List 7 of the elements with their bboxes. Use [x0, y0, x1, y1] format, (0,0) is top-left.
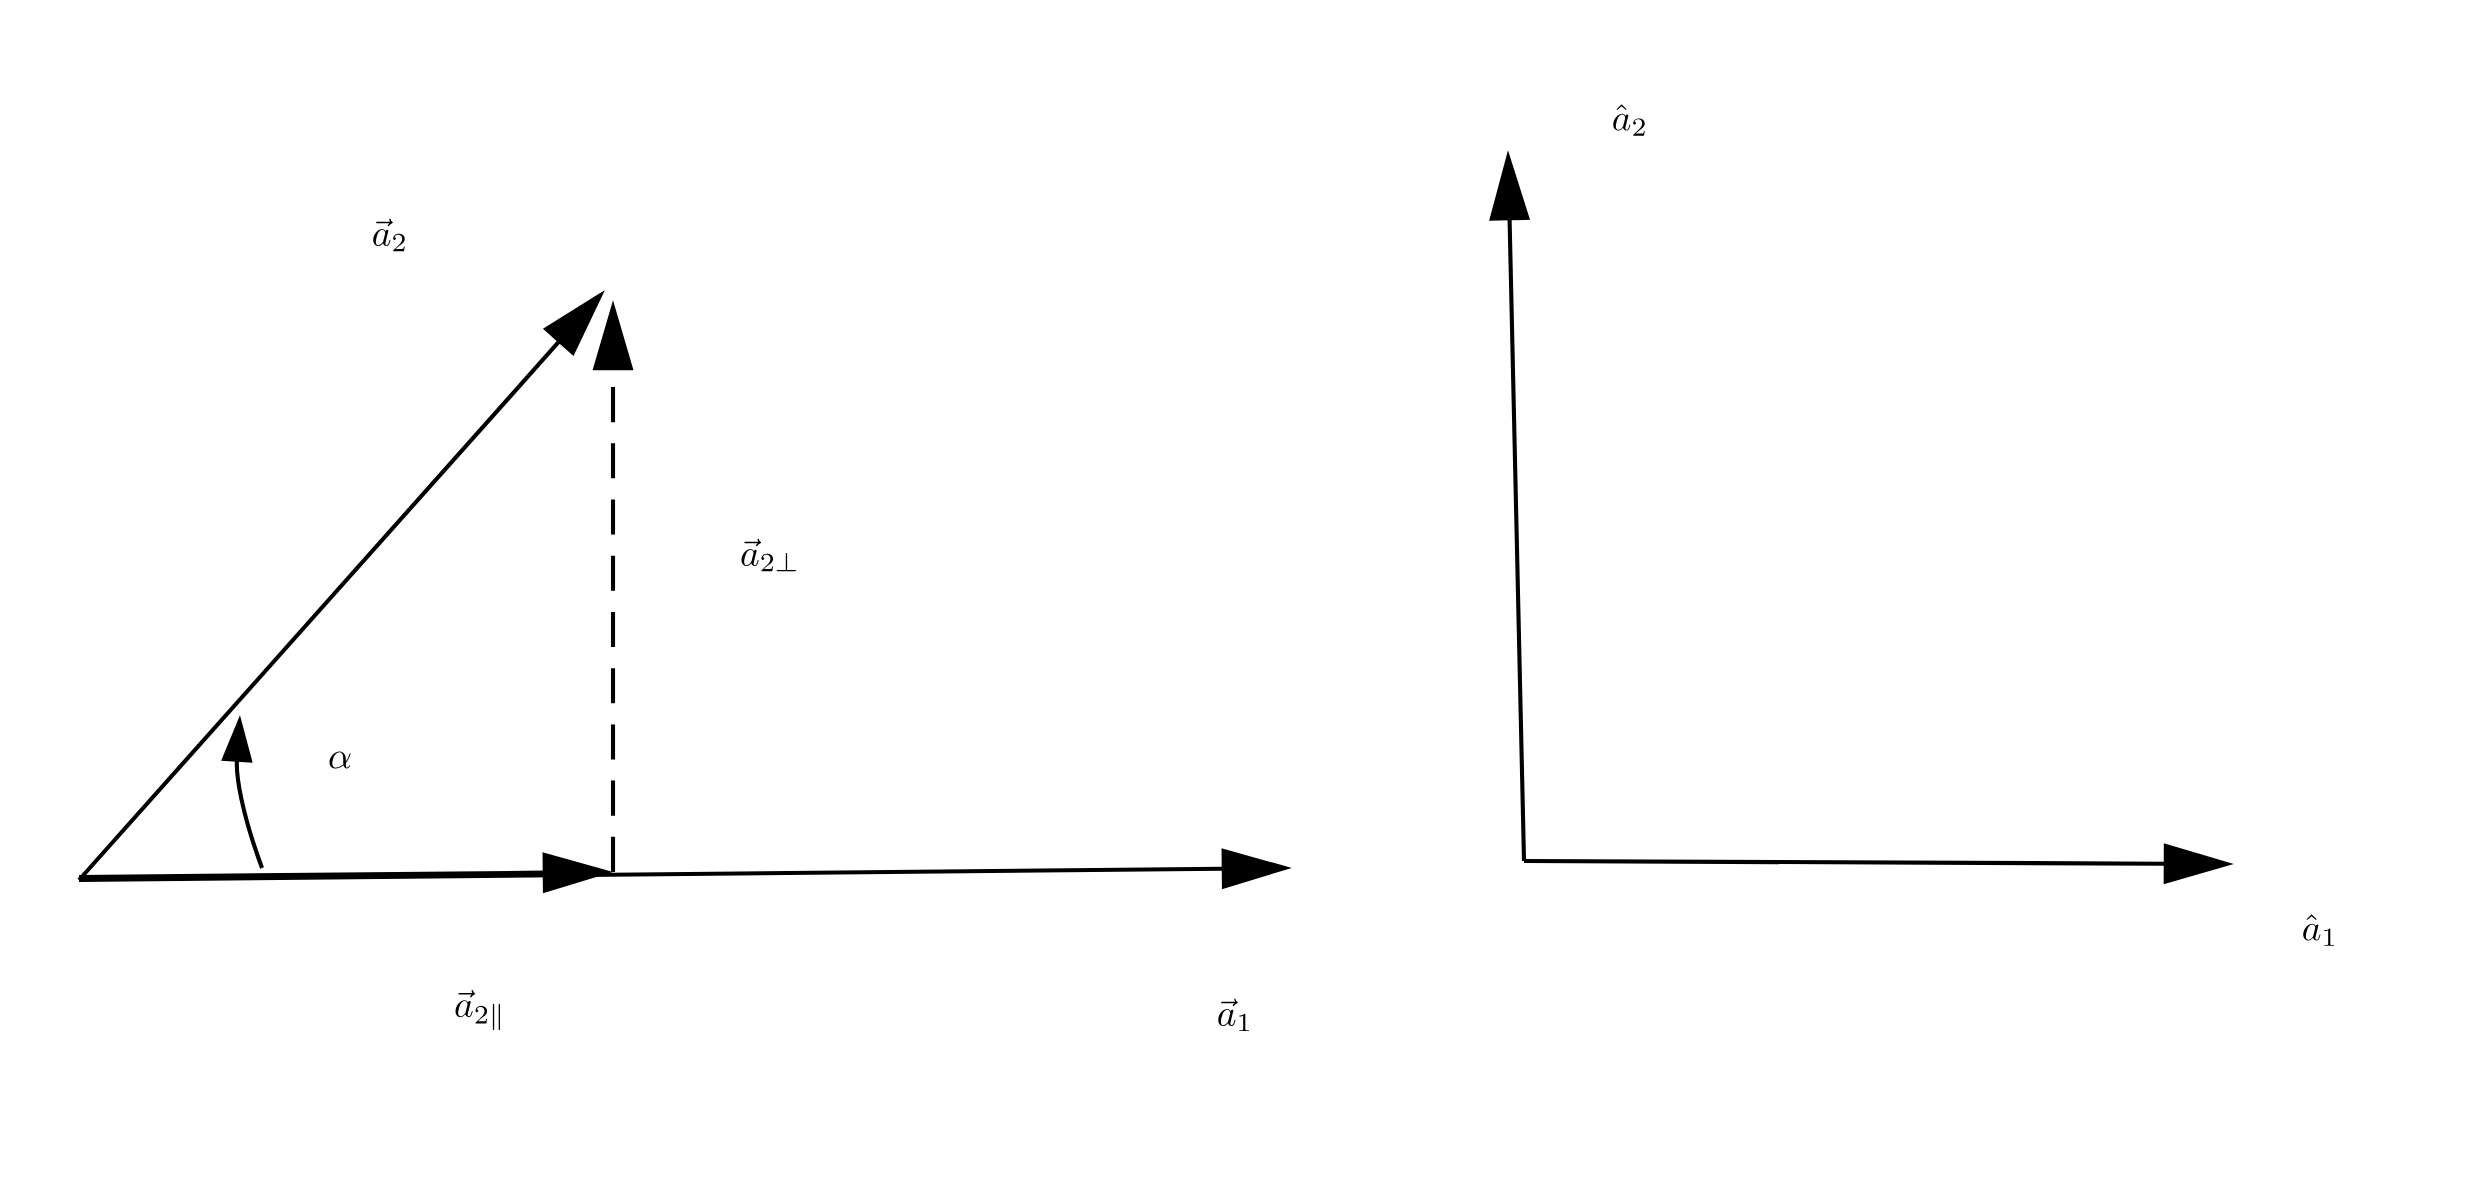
vector-label: $\hat{a}_2$: [1613, 104, 1645, 136]
vector-label: $\vec{a}_1$: [1218, 998, 1249, 1032]
vector-label: $\vec{a}_{2\perp}$: [741, 538, 797, 572]
vector-label: $\hat{a}_1$: [2303, 914, 2334, 946]
vector-label: $\alpha$: [329, 751, 351, 769]
vector-label: $\vec{a}_{2\parallel}$: [455, 989, 500, 1031]
vector-label: $\vec{a}_2$: [373, 218, 405, 252]
